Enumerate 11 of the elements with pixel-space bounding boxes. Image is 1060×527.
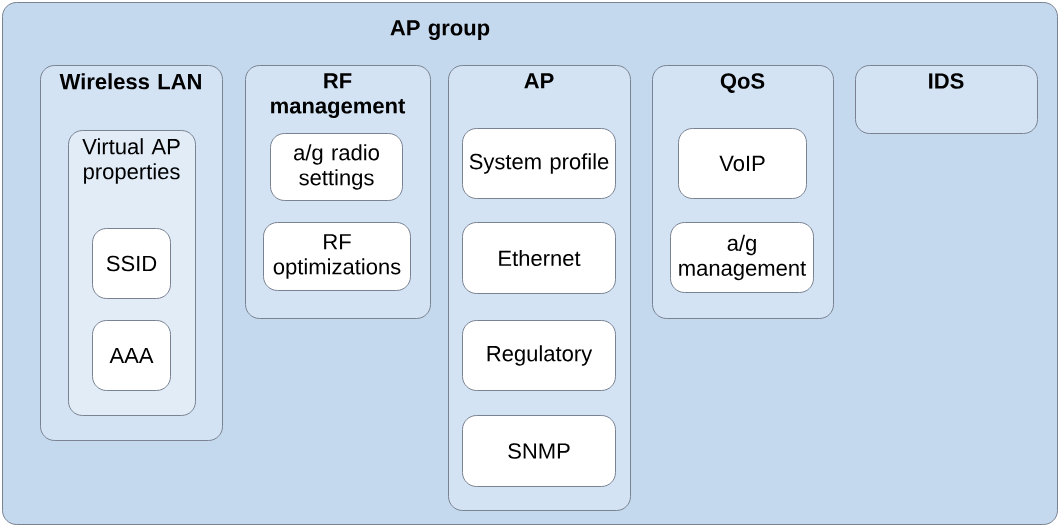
setting-box: SSID xyxy=(92,228,171,299)
setting-box: Regulatory xyxy=(462,320,616,391)
group-box: IDS xyxy=(855,65,1038,134)
setting-box: Ethernet xyxy=(462,222,616,294)
setting-box: RF optimizations xyxy=(263,222,411,291)
setting-box: a/g management xyxy=(670,222,814,293)
setting-box: a/g radio settings xyxy=(270,133,403,201)
setting-box: System profile xyxy=(462,128,616,199)
setting-box: VoIP xyxy=(678,128,807,199)
setting-box: AAA xyxy=(92,320,171,391)
setting-box: SNMP xyxy=(462,415,616,487)
